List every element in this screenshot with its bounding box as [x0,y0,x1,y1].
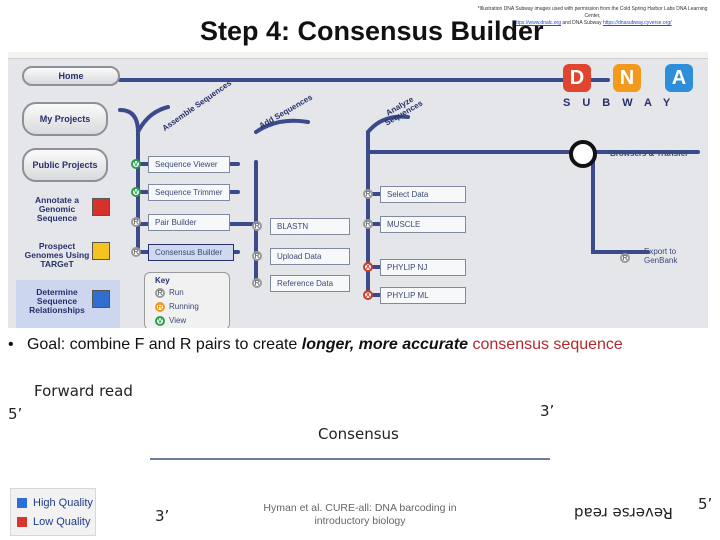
prospect-genomes-line[interactable]: Prospect Genomes Using TARGeT [24,241,90,269]
key-run-label: Run [169,288,184,297]
reverse-3prime-label: 3’ [155,507,170,525]
public-projects-label: Public Projects [32,160,98,170]
sequence-viewer-step[interactable]: Sequence Viewer [148,156,230,173]
key-run-icon: R [155,288,165,298]
determine-relationships-line[interactable]: Determine Sequence Relationships [29,287,85,315]
status-viewed-icon: V [131,187,141,197]
credit-mid: and DNA Subway [561,20,603,26]
status-run-icon: R [252,221,262,231]
forward-3prime-label: 3’ [540,402,555,420]
determine-color-square [92,290,110,308]
key-view-icon: V [155,316,165,326]
citation-line2: introductory biology [314,515,406,527]
key-heading: Key [155,276,170,285]
export-genbank-link[interactable]: Export to GenBank [644,247,678,265]
consensus-line [150,458,550,460]
logo-a: A [665,64,693,92]
annotate-color-square [92,198,110,216]
quality-legend: High Quality Low Quality [10,488,96,536]
status-key: Key R Run R Running V View [144,272,230,328]
status-run-icon: R [131,217,141,227]
public-projects-button[interactable]: Public Projects [22,148,108,182]
browsers-transfer-link[interactable]: Browsers & Transfer [610,149,689,158]
browser-strip [8,52,708,59]
citation: Hyman et al. CURE-all: DNA barcoding in … [250,502,470,528]
status-disabled-icon: X [363,262,373,272]
phylip-nj-step[interactable]: PHYLIP NJ [380,259,466,276]
home-label: Home [58,71,84,81]
muscle-step[interactable]: MUSCLE [380,216,466,233]
dna-subway-screenshot: Home My Projects Public Projects Annotat… [8,52,708,328]
citation-line1: Hyman et al. CURE-all: DNA barcoding in [263,502,457,514]
status-run-icon: R [252,278,262,288]
logo-n: N [613,64,641,92]
blastn-step[interactable]: BLASTN [270,218,350,235]
annotate-genome-line[interactable]: Annotate a Genomic Sequence [35,195,79,223]
prospect-color-square [92,242,110,260]
status-run-icon: R [363,189,373,199]
pair-builder-step[interactable]: Pair Builder [148,214,230,231]
goal-bullet: • Goal: combine F and R pairs to create … [8,336,623,354]
forward-5prime-label: 5’ [8,405,23,423]
status-viewed-icon: V [131,159,141,169]
sequence-trimmer-step[interactable]: Sequence Trimmer [148,184,230,201]
credit-text: *Illustration DNA Subway images used wit… [477,6,708,19]
high-quality-swatch [17,498,27,508]
my-projects-button[interactable]: My Projects [22,102,108,136]
forward-read-label: Forward read [34,382,133,400]
home-button[interactable]: Home [22,66,120,86]
key-running-icon: R [155,302,165,312]
consensus-builder-step[interactable]: Consensus Builder [148,244,234,261]
status-run-icon: R [131,247,141,257]
dnasubway-link[interactable]: https://dnasubway.cyverse.org/ [602,20,672,26]
key-view-label: View [169,316,187,325]
status-run-icon: R [620,253,630,263]
reference-data-step[interactable]: Reference Data [270,275,350,292]
bullet-mark: • [8,336,14,353]
status-run-icon: R [363,219,373,229]
logo-subway: SUBWAY [563,97,683,109]
key-running-label: Running [169,302,199,311]
legend-low-row: Low Quality [17,516,90,528]
dnalc-link[interactable]: https://www.dnalc.org [513,20,561,26]
legend-high-row: High Quality [17,497,93,509]
reverse-5prime-label: 5’ [698,495,713,513]
upload-data-step[interactable]: Upload Data [270,248,350,265]
bullet-prefix: Goal: combine F and R pairs to create [26,336,302,353]
low-quality-swatch [17,517,27,527]
select-data-step[interactable]: Select Data [380,186,466,203]
high-quality-label: High Quality [33,497,93,509]
image-credit: *Illustration DNA Subway images used wit… [470,6,715,27]
status-run-icon: R [252,251,262,261]
consensus-label: Consensus [318,425,399,443]
logo-d: D [563,64,591,92]
status-disabled-icon: X [363,290,373,300]
bullet-suffix: consensus sequence [468,336,623,353]
phylip-ml-step[interactable]: PHYLIP ML [380,287,466,304]
slide-title: Step 4: Consensus Builder [200,16,544,46]
my-projects-label: My Projects [39,114,91,124]
low-quality-label: Low Quality [33,516,91,528]
bullet-emphasis: longer, more accurate [301,336,469,353]
reverse-read-label: Reverse read [574,504,673,522]
